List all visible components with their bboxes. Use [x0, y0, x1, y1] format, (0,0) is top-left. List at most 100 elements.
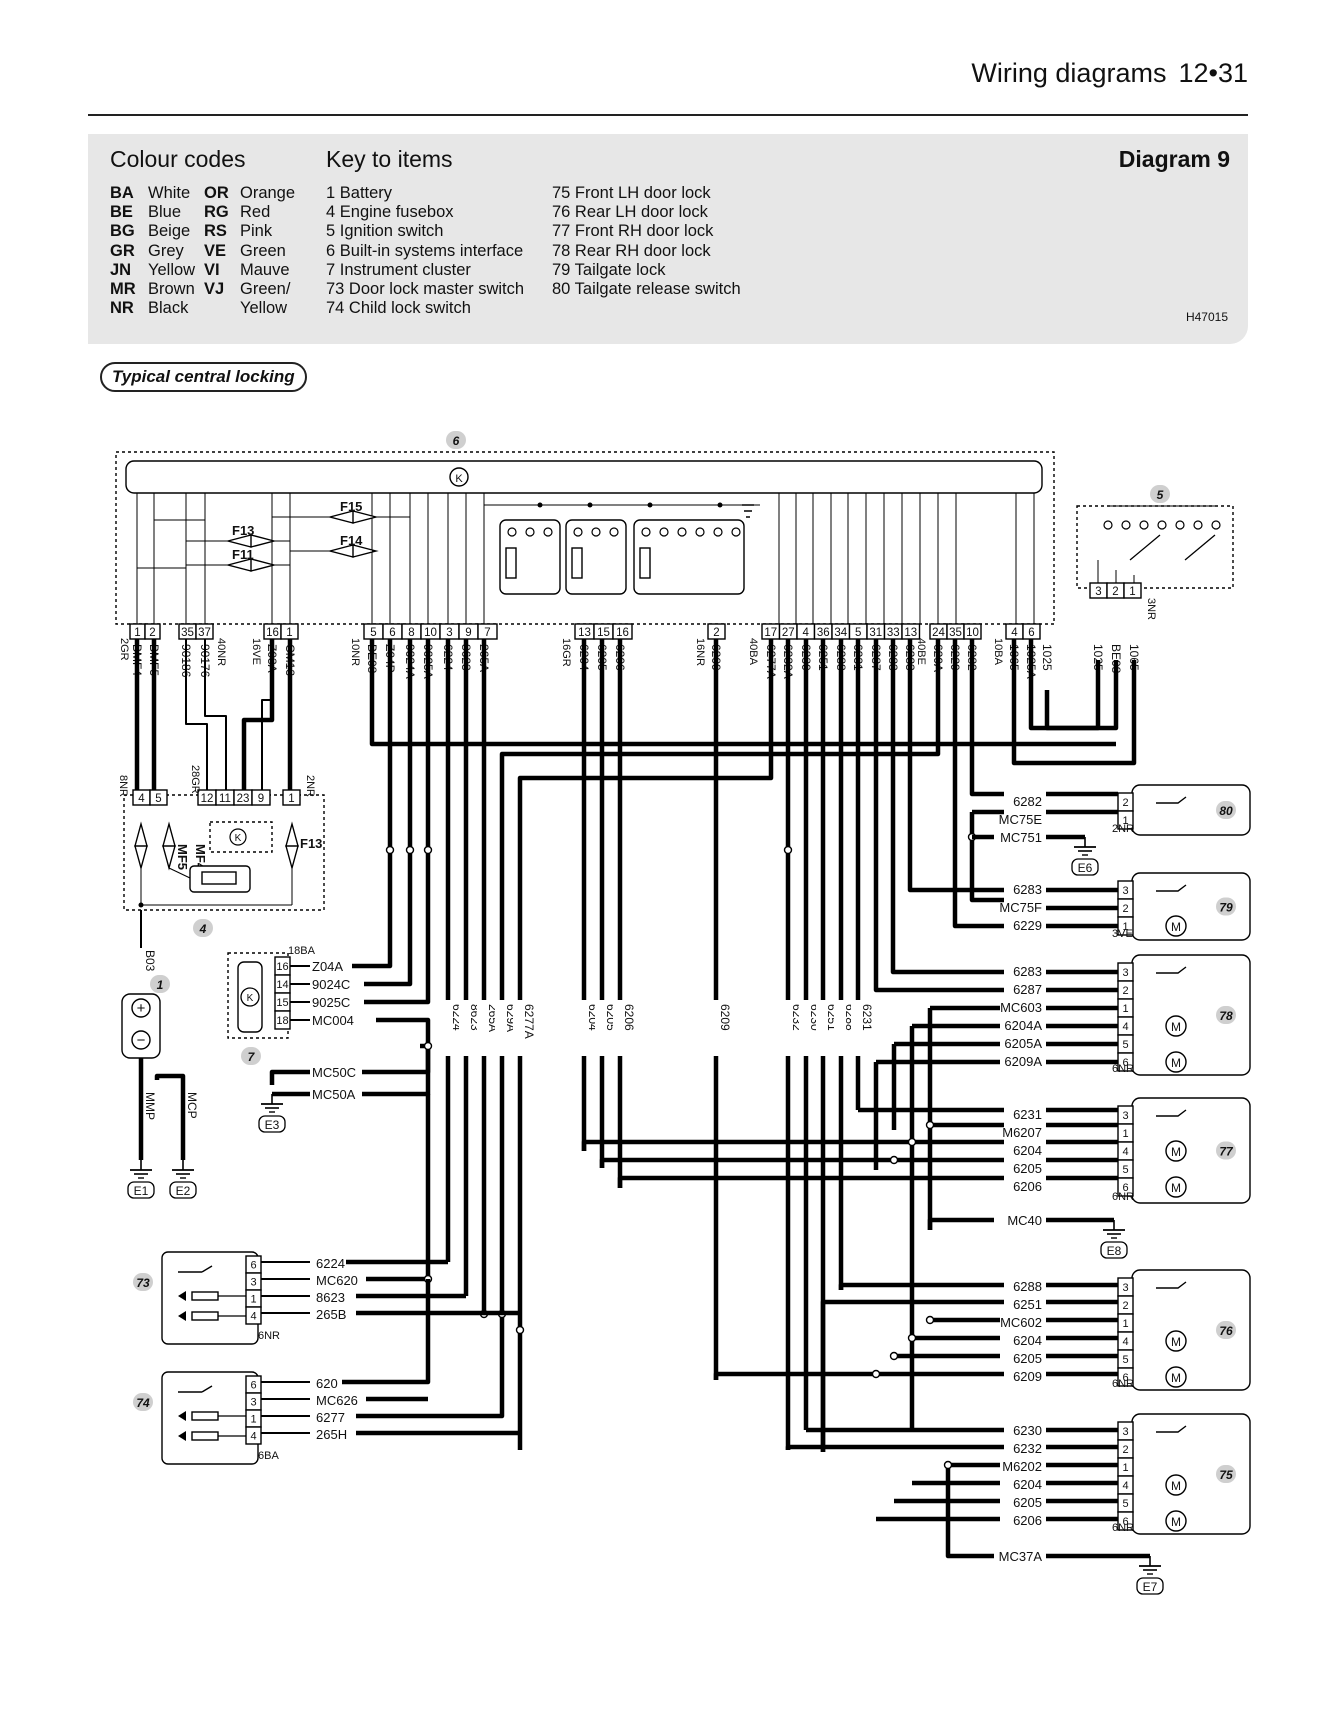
pin-number: 27: [782, 627, 795, 639]
pin-number: 31: [869, 627, 882, 639]
wire-label: 265H: [316, 1427, 347, 1442]
wire-label: 1065: [1127, 644, 1141, 671]
thin-line: [1184, 534, 1216, 561]
fuse-label: F15: [340, 499, 362, 514]
wire: [269, 1069, 310, 1085]
wire-label: 6277A: [522, 1004, 536, 1039]
conn-label: 6NR: [1112, 1522, 1134, 1534]
pin-number: 14: [276, 979, 288, 991]
pin-number: 6: [250, 1380, 256, 1392]
pin-number: 3: [250, 1397, 256, 1409]
lock-contact: [1156, 884, 1187, 892]
wire: [364, 639, 431, 1005]
pin-number: 13: [904, 627, 917, 639]
item-number: 4: [199, 922, 207, 936]
relay-contact: [731, 527, 741, 537]
wire: [154, 1073, 186, 1160]
key-item: 79 Tailgate lock: [552, 260, 666, 279]
wire: [352, 639, 393, 969]
item-badge: [446, 431, 466, 449]
pin-number: 4: [1011, 627, 1018, 639]
pin-number: 3: [1122, 1110, 1128, 1122]
pin-number: 36: [817, 627, 830, 639]
earth-tag: [169, 1181, 197, 1199]
junction: [907, 1137, 917, 1147]
pin-number: 1: [1122, 1318, 1128, 1330]
wire-label: 6204: [1013, 1477, 1042, 1492]
item-badge: [1216, 1465, 1236, 1483]
fuse-label: MF4: [193, 844, 208, 871]
wire: [599, 1157, 1004, 1168]
wire: [204, 639, 227, 790]
k-label: K: [235, 833, 242, 844]
motor-icon: [1165, 915, 1187, 937]
item-badge: [1216, 1006, 1236, 1024]
wire-label: 6209A: [1004, 1054, 1042, 1069]
wire: [927, 1217, 994, 1230]
wire-label: 6282: [1013, 794, 1042, 809]
label-gap: [595, 1000, 609, 1056]
k-label: K: [247, 993, 254, 1004]
wire-label: 6205A: [1004, 1036, 1042, 1051]
wire-label: M6202: [1002, 1459, 1042, 1474]
fuse-symbol: [162, 821, 176, 871]
conn-label: 6NR: [1112, 1191, 1134, 1203]
label-gap: [613, 1000, 627, 1056]
item-number: 78: [1219, 1009, 1233, 1023]
key-item: 1 Battery: [326, 184, 393, 202]
section-title: Typical central locking: [100, 362, 307, 392]
battery-plus-text: +: [137, 1000, 146, 1017]
wire: [838, 1282, 1004, 1290]
lock-contact: [1156, 1109, 1187, 1117]
wire-label: 6204: [1013, 1333, 1042, 1348]
relay-contact: [659, 527, 669, 537]
wire: [952, 639, 1004, 929]
item-badge: [133, 1393, 153, 1411]
pin-number: 6: [1122, 1516, 1128, 1528]
wire: [945, 1465, 994, 1559]
relay-contact: [677, 527, 687, 537]
ignition-switch-box: [1076, 505, 1234, 589]
item-number: 73: [136, 1276, 150, 1290]
wire-label: 6232: [1013, 1441, 1042, 1456]
pin-number: 1: [1122, 1128, 1128, 1140]
bsi-ground: [742, 504, 754, 518]
pin-number: 2: [713, 627, 719, 639]
conn-label: 16GR: [560, 638, 572, 667]
wire-label: 6206: [1013, 1513, 1042, 1528]
wire: [890, 639, 1004, 975]
wire: [969, 812, 1004, 903]
pin-number: 2: [1122, 903, 1128, 915]
bsi-pin: [612, 623, 633, 640]
relay-contact: [573, 527, 583, 537]
junction: [423, 1041, 433, 1051]
pin-number: 6: [389, 627, 395, 639]
motor-icon: [1165, 1015, 1187, 1037]
switch-contact: [178, 1265, 213, 1273]
conn-label: 2NR: [304, 775, 316, 797]
pin-number: 3: [1095, 586, 1101, 598]
earth-tag: [1100, 1241, 1128, 1259]
fuse-label: F13: [300, 836, 322, 851]
pin-number: 35: [181, 627, 194, 639]
pin-number: 2: [149, 627, 155, 639]
item-number: 6: [453, 434, 460, 448]
pin-number: 13: [578, 627, 591, 639]
label-gap: [709, 1000, 723, 1056]
pin-number: 16: [266, 627, 279, 639]
motor-label: M: [1171, 1371, 1181, 1385]
wire: [376, 1017, 431, 1049]
wire-label: MMP: [143, 1092, 157, 1120]
wire-label: 6288: [1013, 1279, 1042, 1294]
junction: [907, 1333, 917, 1343]
relay-contact: [641, 527, 651, 537]
junction: [515, 1325, 525, 1335]
bsi-pin: [477, 623, 498, 640]
led-icon: [178, 1431, 186, 1441]
junction: [925, 1315, 935, 1325]
fuse-label: F14: [340, 533, 363, 548]
junction: [647, 502, 653, 508]
earth-tag: [1071, 858, 1099, 876]
key-item: 4 Engine fusebox: [326, 203, 454, 222]
item-badge: [241, 1047, 261, 1065]
